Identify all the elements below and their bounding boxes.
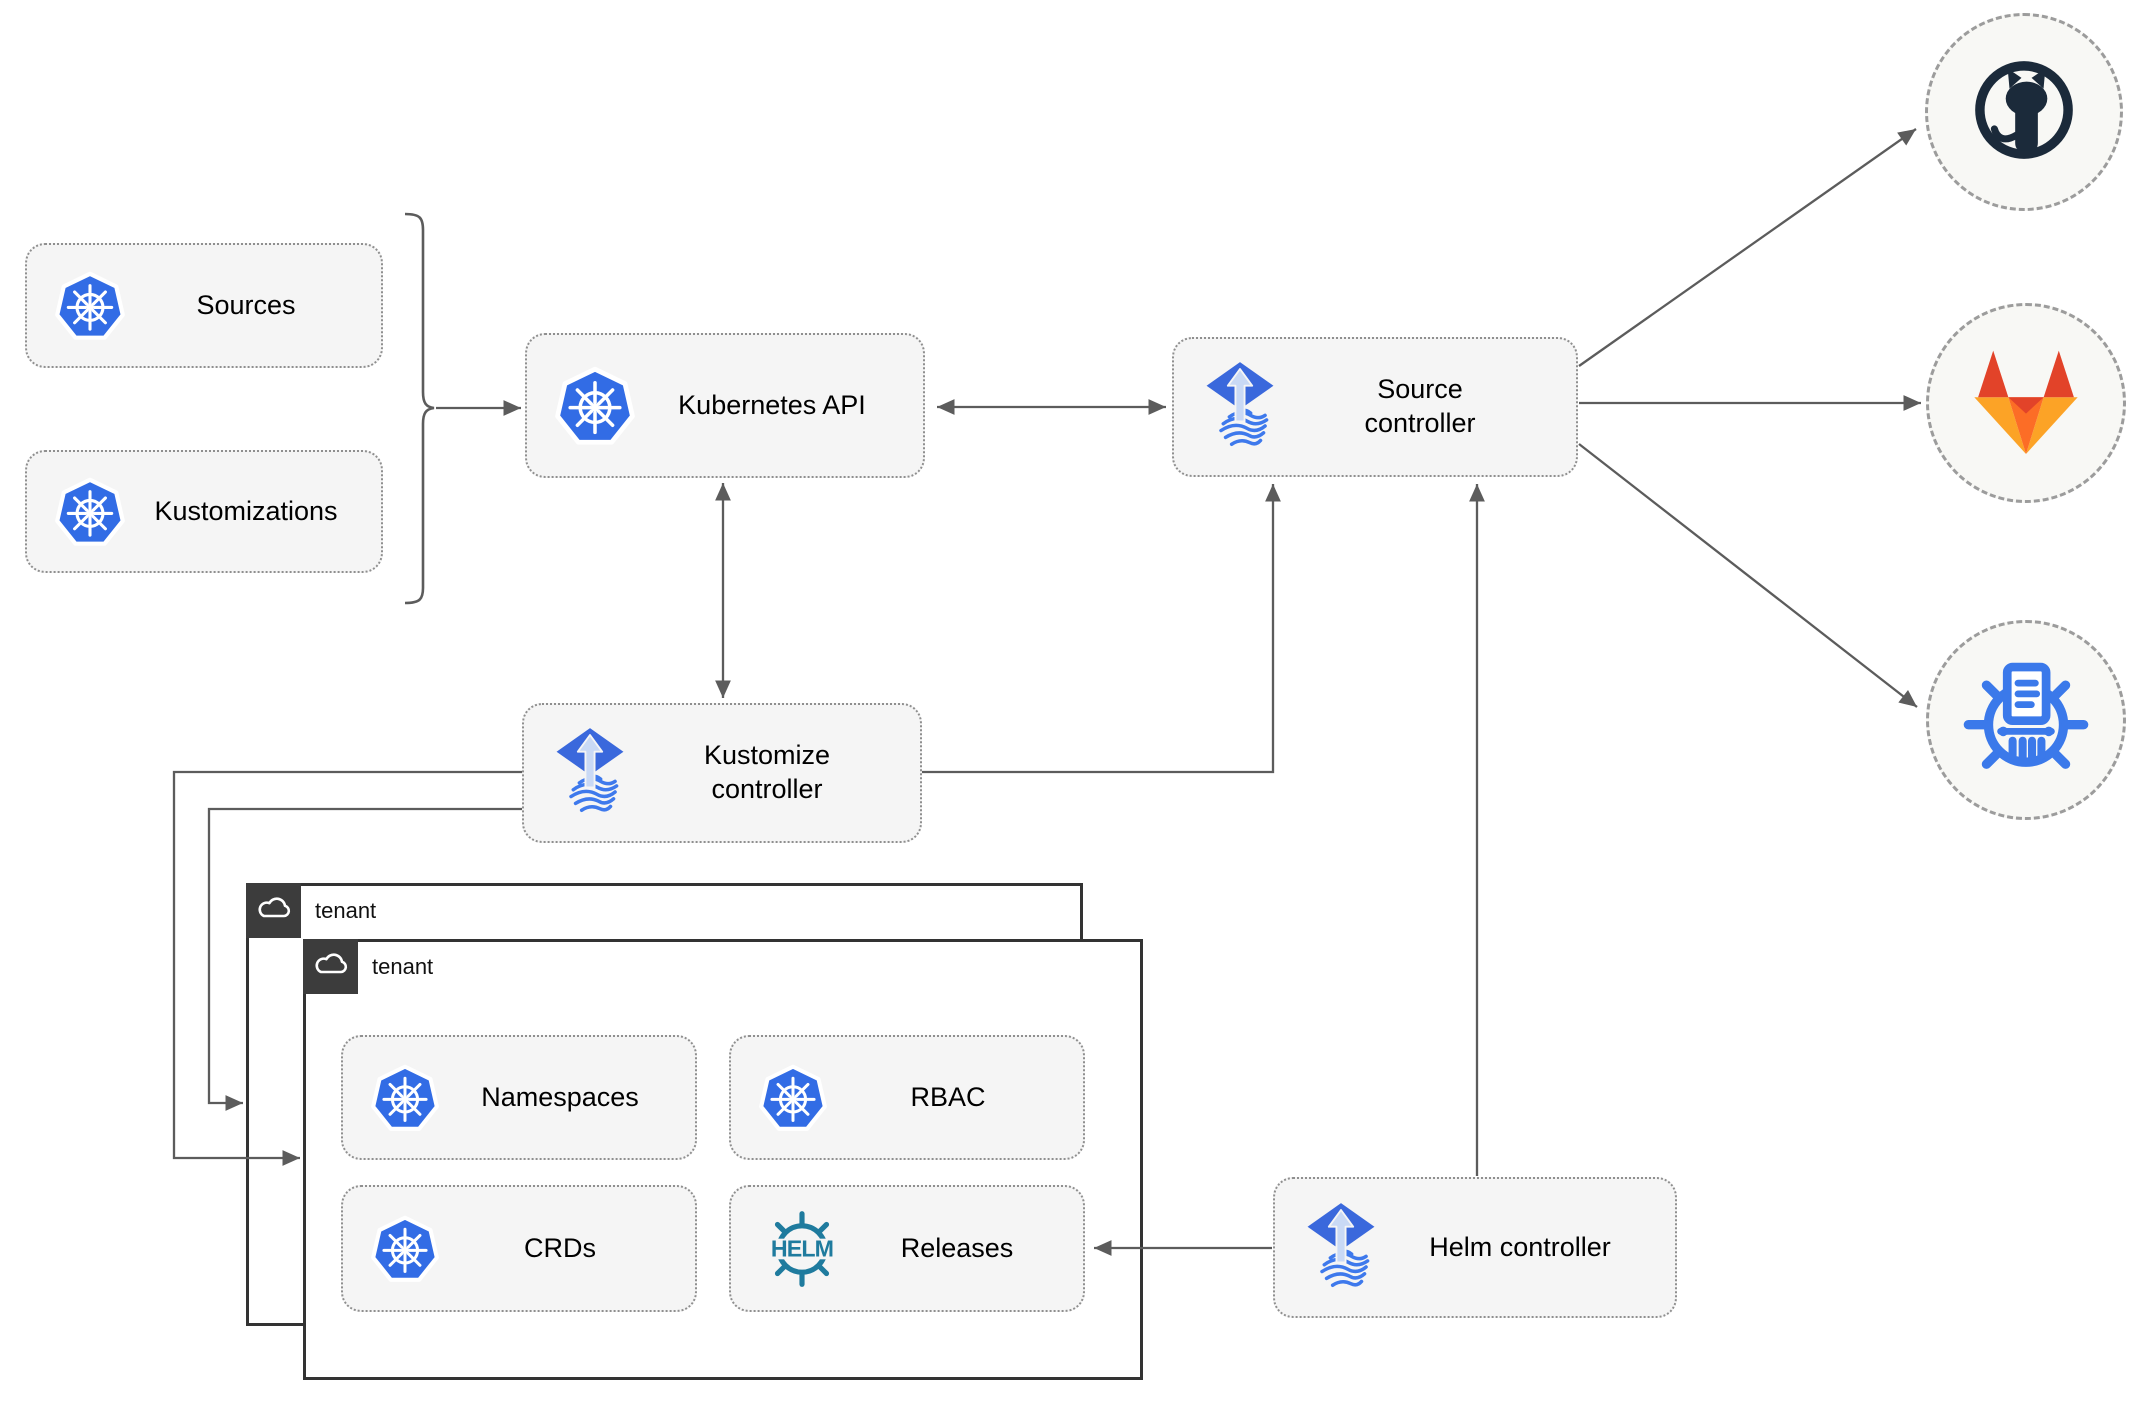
- tenant-tab: [303, 939, 358, 994]
- node-label: Helm controller: [1429, 1231, 1611, 1262]
- edge-kustomize-to-source-controller: [922, 484, 1281, 774]
- kubernetes-icon: [371, 1215, 439, 1283]
- node-kubernetes-api: Kubernetes API: [525, 333, 925, 478]
- endpoint-github: [1925, 13, 2123, 211]
- tenant-tab: [246, 883, 301, 938]
- endpoint-helm-repository: [1926, 620, 2126, 820]
- node-namespaces: Namespaces: [341, 1035, 697, 1160]
- edge-bracket: [404, 212, 435, 605]
- flux-icon: [1202, 362, 1278, 452]
- node-label: Namespaces: [481, 1081, 639, 1112]
- node-label: Releases: [900, 1232, 1014, 1263]
- node-label: CRDs: [524, 1232, 596, 1263]
- kubernetes-icon: [55, 271, 125, 341]
- tenant-group-label: tenant: [372, 954, 434, 979]
- node-kustomizations: Kustomizations: [25, 450, 383, 573]
- flux-icon: [552, 728, 628, 818]
- node-kustomize-controller: Kustomize controller: [522, 703, 922, 843]
- kubernetes-icon: [759, 1064, 827, 1132]
- node-label: RBAC: [910, 1081, 986, 1112]
- node-crds: CRDs: [341, 1185, 697, 1312]
- endpoint-gitlab: [1926, 303, 2126, 503]
- edge-source-to-github: [1578, 128, 1917, 367]
- node-releases: Releases: [729, 1185, 1085, 1312]
- kubernetes-icon: [371, 1064, 439, 1132]
- gitlab-icon: [1962, 343, 2090, 464]
- node-helm-controller: Helm controller: [1273, 1177, 1677, 1318]
- chartmuseum-icon: [1959, 651, 2093, 790]
- node-label: Source controller: [1364, 374, 1476, 438]
- kubernetes-icon: [55, 477, 125, 547]
- node-source-controller: Source controller: [1172, 337, 1578, 477]
- github-icon: [1961, 47, 2087, 178]
- flux-icon: [1303, 1202, 1379, 1293]
- node-label: Kubernetes API: [678, 389, 866, 420]
- cloud-icon: [311, 950, 351, 983]
- tenant-group-label: tenant: [315, 898, 377, 923]
- helm-icon: [759, 1206, 845, 1292]
- edge-source-to-helm-repository: [1578, 443, 1918, 708]
- node-label: Kustomize controller: [703, 740, 831, 804]
- node-sources: Sources: [25, 243, 383, 368]
- node-label: Kustomizations: [154, 495, 338, 526]
- node-rbac: RBAC: [729, 1035, 1085, 1160]
- node-label: Sources: [196, 289, 296, 320]
- kubernetes-icon: [555, 366, 635, 446]
- cloud-icon: [254, 894, 294, 927]
